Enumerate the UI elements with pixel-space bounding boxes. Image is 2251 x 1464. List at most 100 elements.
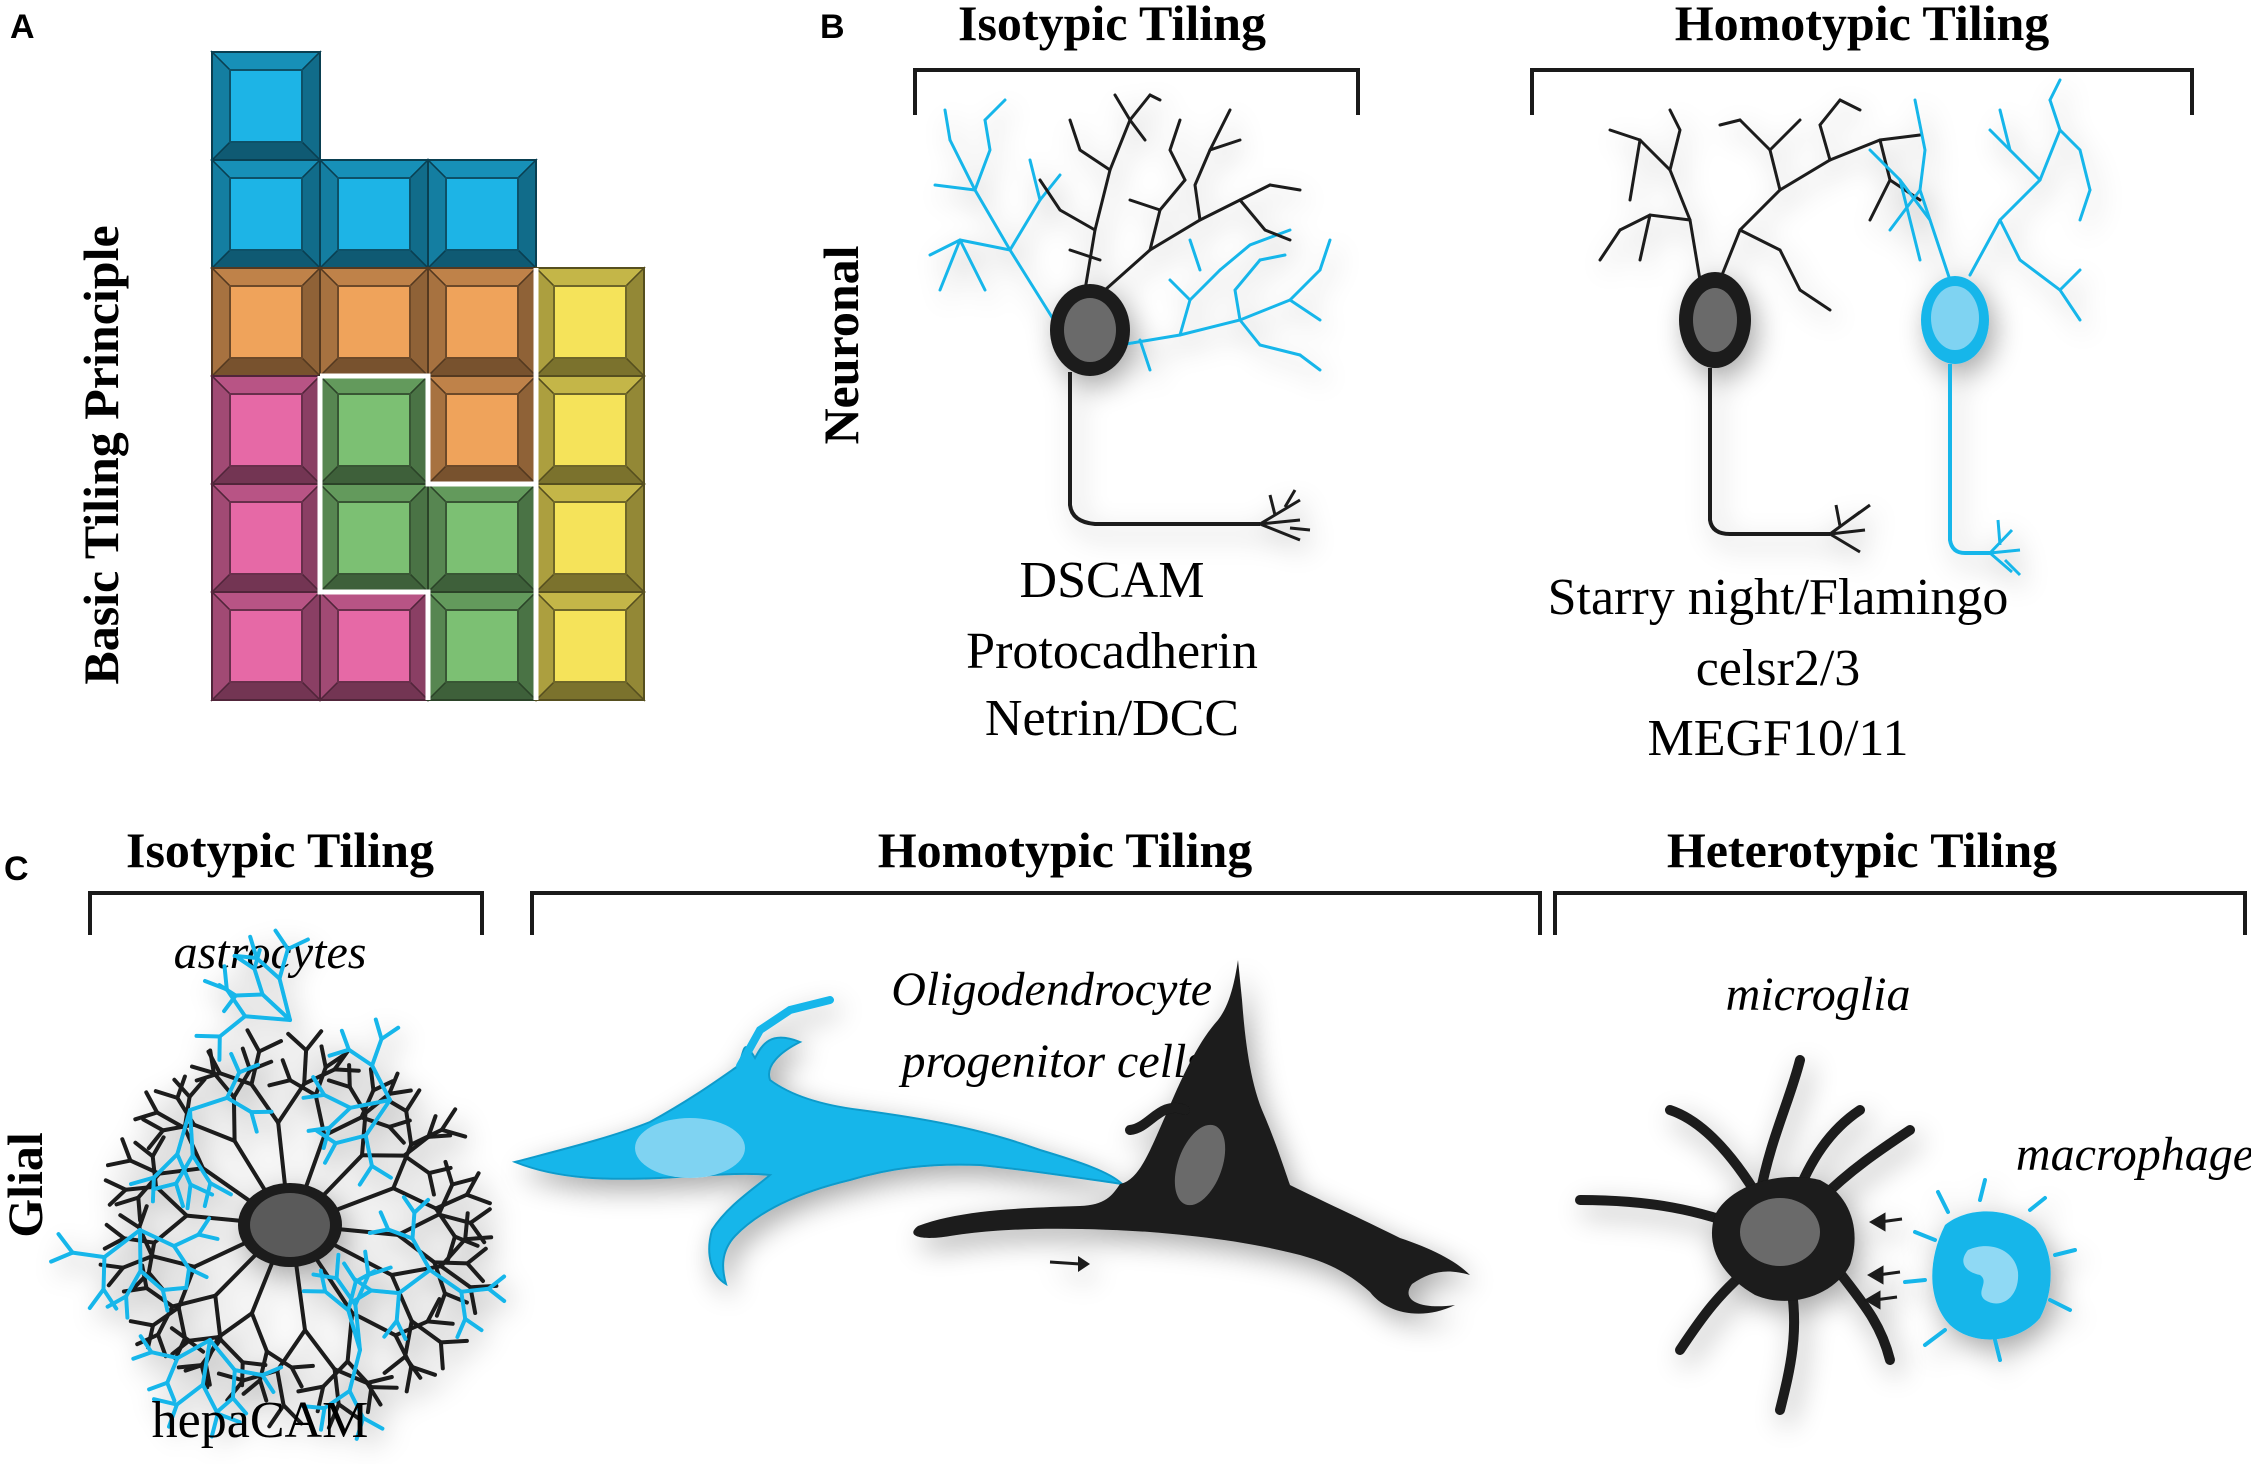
astrocyte-process: [232, 953, 259, 960]
tile-face: [445, 177, 519, 251]
astrocyte-process: [286, 1031, 309, 1053]
astrocyte-process: [323, 1289, 351, 1313]
astrocyte-process: [455, 1316, 468, 1339]
astrocyte-process: [106, 1158, 133, 1168]
astrocyte-process: [443, 1159, 455, 1187]
astrocyte-process: [379, 1025, 401, 1041]
astrocyte-process: [161, 1122, 196, 1133]
astrocyte-process: [257, 1039, 283, 1054]
astrocyte-process: [187, 1266, 209, 1280]
astrocyte-process: [434, 1291, 447, 1318]
astrocyte-process: [306, 1125, 332, 1133]
astrocyte-process: [173, 1336, 187, 1361]
astrocyte-process: [174, 1382, 205, 1407]
macrophage-nucleus: [1963, 1246, 2019, 1304]
tile-bevel: [211, 590, 231, 702]
astrocyte-process: [326, 1402, 341, 1430]
astrocyte-process: [348, 1098, 392, 1110]
astrocyte-process: [363, 1133, 374, 1168]
astrocyte-process: [243, 1014, 292, 1022]
astrocyte-process: [327, 1105, 353, 1130]
astrocyte-process: [354, 1416, 366, 1441]
astrocyte-process: [138, 1268, 165, 1292]
astrocyte-process: [146, 1240, 157, 1275]
astrocyte-process: [347, 1063, 352, 1089]
microglia-arrows: [1864, 1212, 1903, 1310]
tile-bevel: [535, 590, 555, 702]
astrocyte-cluster: [49, 928, 507, 1441]
astrocyte-process: [150, 1135, 166, 1159]
astrocyte-process: [322, 1388, 352, 1411]
glial-isotypic-bracket: [88, 891, 484, 935]
astrocyte-process: [114, 1195, 141, 1207]
microglia-nucleus: [1740, 1198, 1820, 1266]
tile-bevel: [211, 374, 231, 486]
homotypic-soma-black-inner: [1693, 288, 1737, 352]
astrocyte-process: [260, 992, 292, 1022]
tile-bevel: [319, 374, 339, 486]
astrocyte-process: [188, 1108, 195, 1158]
opc-arrow-black-line: [1049, 1260, 1081, 1266]
astrocyte-process: [206, 1049, 222, 1076]
astrocyte-process: [426, 1114, 438, 1139]
astrocyte-process: [289, 1363, 315, 1370]
astrocyte-process: [217, 1014, 248, 1039]
astrocyte-process: [369, 1288, 401, 1296]
astrocyte-process: [175, 1338, 212, 1361]
astrocyte-process: [254, 956, 282, 981]
astrocyte-process: [303, 1328, 337, 1372]
astrocyte-process: [321, 1125, 332, 1150]
astrocyte-process: [370, 1063, 392, 1102]
tile: [534, 482, 646, 594]
astrocyte-process: [176, 1305, 187, 1341]
astrocyte-process: [302, 1067, 337, 1086]
astrocyte-process: [120, 1137, 133, 1163]
tile-face: [553, 609, 627, 683]
astrocyte-process: [464, 1171, 481, 1197]
astrocyte-process: [175, 1074, 187, 1100]
isotypic-axon-terminal: [1259, 489, 1311, 542]
astrocyte-process: [133, 1110, 160, 1122]
astrocyte-process: [101, 1287, 119, 1311]
astrocyte-process: [196, 1216, 212, 1237]
astrocyte-process: [190, 1064, 216, 1075]
astrocyte-process: [192, 1239, 252, 1269]
tile-face: [445, 609, 519, 683]
astrocyte-process: [249, 1082, 281, 1125]
astrocyte-process: [394, 1318, 408, 1341]
tile: [426, 590, 538, 702]
astrocyte-process: [154, 1184, 189, 1218]
astrocyte-process: [138, 1228, 143, 1273]
astrocyte-process: [303, 1133, 327, 1192]
astrocyte-process: [215, 1411, 242, 1425]
tile: [210, 590, 322, 702]
astrocyte-process: [107, 1187, 128, 1207]
astrocyte-process: [225, 1070, 242, 1100]
astrocyte-process: [185, 1182, 193, 1211]
astrocyte-process: [144, 1090, 160, 1115]
astrocyte-process: [277, 947, 290, 981]
astrocyte-process: [438, 1340, 445, 1371]
astrocyte-soma-inner: [250, 1193, 330, 1257]
astrocyte-process: [465, 1261, 485, 1283]
opc-blue-nucleus: [635, 1118, 745, 1178]
opc-black-nucleus: [1174, 1124, 1226, 1206]
isotypic-soma-inner: [1064, 298, 1116, 362]
opc-label-line1: Oligodendrocyte: [891, 963, 1212, 1016]
astrocyte-process: [105, 1294, 129, 1309]
astrocyte-process: [393, 1333, 414, 1369]
astrocyte-process: [322, 1115, 364, 1138]
astrocyte-process: [463, 1235, 494, 1242]
astrocyte-process: [459, 1289, 468, 1321]
astrocyte-process: [410, 1236, 432, 1272]
tile-bevel: [211, 50, 231, 162]
astrocyte-process: [389, 1264, 444, 1277]
tile-face: [229, 285, 303, 359]
astrocyte-process: [258, 1378, 269, 1403]
astrocyte-process: [225, 1095, 254, 1115]
astrocyte-process: [463, 1211, 470, 1242]
black-dendrites: [1038, 93, 1302, 292]
astrocyte-process: [151, 1181, 178, 1192]
astrocyte-process: [332, 1047, 351, 1072]
astrocyte-process: [149, 1350, 180, 1361]
